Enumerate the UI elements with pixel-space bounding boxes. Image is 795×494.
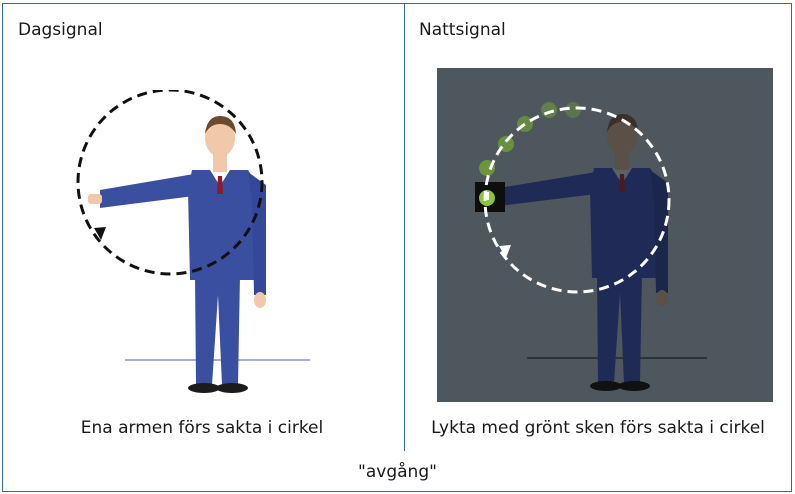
right-shoe — [216, 383, 248, 393]
lowered-arm — [650, 170, 668, 293]
trousers — [195, 275, 240, 385]
light-trail-dot — [541, 102, 557, 118]
head — [607, 117, 637, 155]
day-signal-title: Dagsignal — [18, 20, 103, 40]
night-signal-caption: Lykta med grönt sken förs sakta i cirkel — [431, 418, 765, 438]
motion-circle — [483, 106, 671, 294]
tie — [217, 176, 223, 194]
jacket — [590, 168, 662, 278]
night-signal-illustration — [437, 68, 773, 402]
tie — [619, 174, 625, 192]
signal-card — [2, 3, 792, 492]
hair — [205, 116, 236, 134]
extended-arm — [100, 174, 194, 208]
panel-divider — [404, 3, 405, 451]
left-shoe — [188, 383, 220, 393]
lowered-hand — [254, 292, 266, 308]
day-signal-illustration — [76, 90, 310, 393]
jacket — [188, 170, 260, 280]
lowered-arm — [248, 172, 266, 295]
head — [205, 119, 235, 157]
neck — [615, 152, 629, 170]
extended-arm — [499, 172, 596, 206]
neck — [213, 154, 227, 172]
extended-hand — [88, 194, 102, 204]
hair — [607, 114, 638, 132]
lowered-hand — [656, 290, 668, 306]
signal-meaning: "avgång" — [358, 462, 437, 482]
motion-circle — [76, 90, 264, 276]
left-shoe — [590, 381, 622, 391]
night-signal-title: Nattsignal — [419, 20, 506, 40]
motion-arrowhead — [499, 245, 511, 258]
lantern-glint — [485, 192, 489, 200]
motion-arrowhead — [94, 227, 106, 240]
right-shoe — [618, 381, 650, 391]
day-signal-caption: Ena armen förs sakta i cirkel — [80, 418, 324, 438]
light-trail-dot — [565, 102, 581, 118]
trousers — [597, 273, 642, 383]
